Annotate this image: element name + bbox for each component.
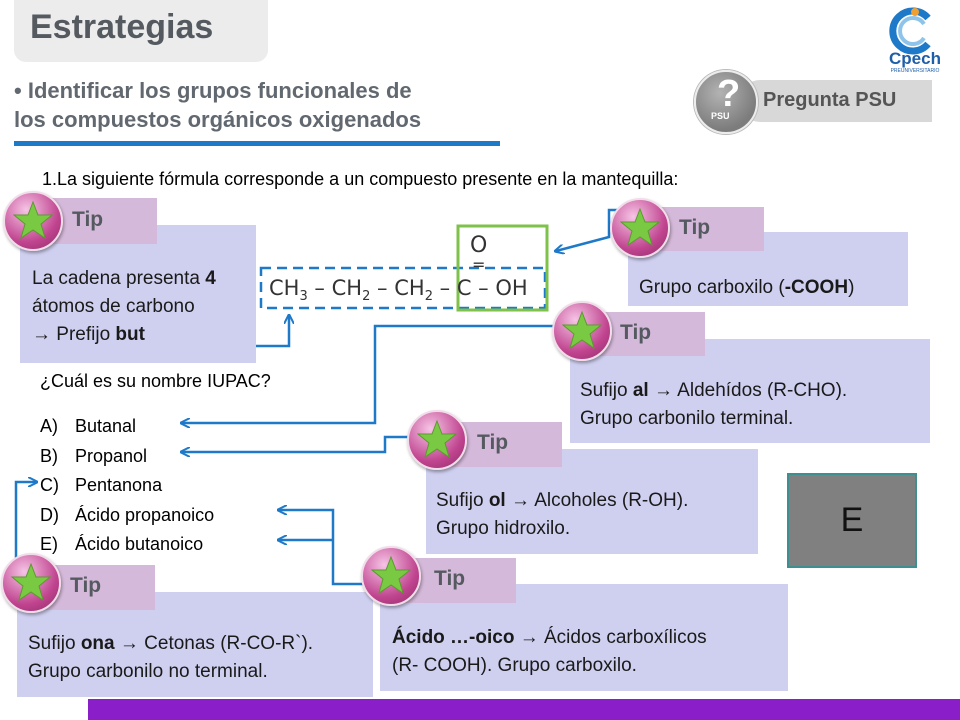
tip-chain-text: La cadena presenta 4 átomos de carbono →… xyxy=(32,268,216,345)
arrow-chain-tip xyxy=(256,316,289,348)
psu-label: Pregunta PSU xyxy=(763,89,897,111)
arrow-aldehyde-tip xyxy=(182,324,570,423)
psu-icon-label: PSU xyxy=(711,111,730,121)
carboxyl-group-box xyxy=(456,224,549,312)
tip-chain-body: La cadena presenta 4 átomos de carbono →… xyxy=(20,225,256,363)
title-panel xyxy=(14,0,268,62)
option-e[interactable]: E)Ácido butanoico xyxy=(40,534,204,554)
tip-aldehyde-text: Sufijo al → Aldehídos (R-CHO). Grupo car… xyxy=(580,380,848,429)
tip-alcohol-label: Tip xyxy=(477,431,509,454)
tip-carboxyl-text: Grupo carboxilo (-COOH) xyxy=(639,277,855,298)
tip-aldehyde-body: Sufijo al → Aldehídos (R-CHO). Grupo car… xyxy=(570,339,930,443)
psu-banner xyxy=(740,80,932,122)
bullet: • xyxy=(14,78,22,103)
structural-formula: O = CH3 – CH2 – CH2 – C – OH xyxy=(259,224,549,312)
carbon-chain-box xyxy=(259,266,547,310)
tip-acid-label: Tip xyxy=(434,567,466,590)
arrow-acid-tip-d xyxy=(279,510,375,586)
chain-formula: CH3 – CH2 – CH2 – C – OH xyxy=(269,276,528,304)
iupac-prompt: ¿Cuál es su nombre IUPAC? xyxy=(40,371,271,391)
objective-line-1: Identificar los grupos funcionales de xyxy=(27,78,412,103)
tip-acid-text: Ácido …-oico → Ácidos carboxílicos (R- C… xyxy=(392,627,707,676)
arrow-ketone-tip xyxy=(14,482,36,566)
tip-ketone-label: Tip xyxy=(70,574,102,597)
star-icon xyxy=(610,198,670,258)
double-bond: = xyxy=(472,255,485,274)
tip-carboxyl-label: Tip xyxy=(679,216,711,239)
psu-question-icon xyxy=(694,70,758,134)
option-b[interactable]: B)Propanol xyxy=(40,445,148,466)
objective-line-2: los compuestos orgánicos oxigenados xyxy=(14,107,422,132)
tip-chain-label: Tip xyxy=(72,208,104,231)
star-icon xyxy=(1,553,61,613)
option-d[interactable]: D)Ácido propanoico xyxy=(40,504,215,525)
objective-text: • Identificar los grupos funcionales de … xyxy=(14,76,514,134)
answer-box[interactable]: E xyxy=(787,473,917,568)
question-mark-icon: ? xyxy=(717,73,741,115)
tip-ketone-text: Sufijo ona → Cetonas (R-CO-R`). Grupo ca… xyxy=(28,633,314,682)
question-number: 1. xyxy=(42,169,58,189)
page-title: Estrategias xyxy=(30,8,214,46)
footer-bar xyxy=(88,699,960,720)
logo-tagline: PREUNIVERSITARIO xyxy=(891,68,940,74)
question-statement: La siguiente fórmula corresponde a un co… xyxy=(57,169,679,189)
cpech-logo: Cpech PREUNIVERSITARIO xyxy=(882,4,948,74)
option-c[interactable]: C)Pentanona xyxy=(40,475,163,495)
arrow-alcohol-tip xyxy=(182,435,426,452)
star-icon xyxy=(407,410,467,470)
tip-aldehyde-label: Tip xyxy=(620,321,652,344)
tip-alcohol-text: Sufijo ol → Alcoholes (R-OH). Grupo hidr… xyxy=(436,490,689,539)
option-a[interactable]: A)Butanal xyxy=(40,416,137,436)
star-icon xyxy=(3,191,63,251)
star-icon xyxy=(552,301,612,361)
logo-text: Cpech xyxy=(889,49,941,68)
subtitle-underline xyxy=(14,141,500,146)
star-icon xyxy=(361,546,421,606)
answer-options: A)Butanal B)Propanol C)Pentanona D)Ácido… xyxy=(40,412,214,560)
oxygen-atom: O xyxy=(470,233,487,258)
tip-chain-tab[interactable]: Tip xyxy=(40,198,157,244)
question-text: 1.La siguiente fórmula corresponde a un … xyxy=(42,169,678,190)
